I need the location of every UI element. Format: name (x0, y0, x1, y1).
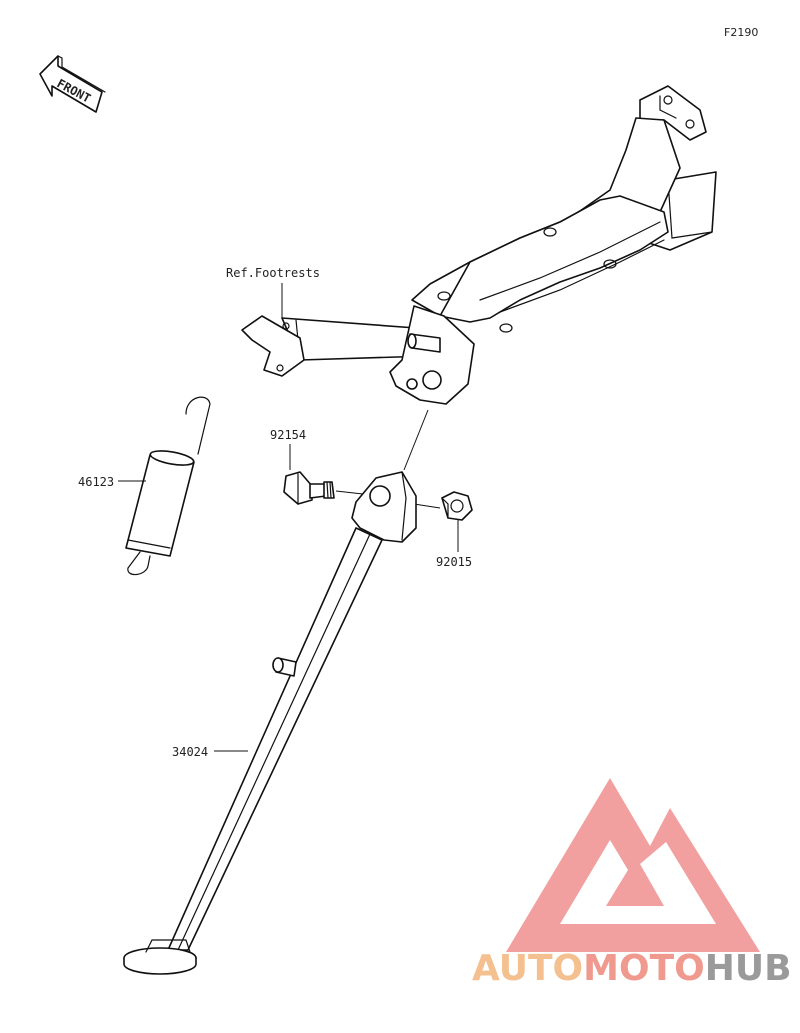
frame-bracket (241, 85, 717, 405)
callout-92015: 92015 (436, 555, 472, 569)
callout-92154: 92154 (270, 428, 306, 442)
front-arrow-icon: FRONT (39, 55, 106, 113)
watermark-part-auto: AUTO (472, 948, 583, 989)
bolt-92154 (283, 471, 335, 505)
spring-46123 (125, 396, 211, 576)
figure-code: F2190 (724, 26, 758, 39)
assembly-line (403, 409, 429, 471)
callout-34024: 34024 (172, 745, 208, 759)
callout-46123: 46123 (78, 475, 114, 489)
nut-axis-line (413, 503, 441, 509)
nut-92015 (441, 491, 473, 521)
automotohub-logo (506, 778, 760, 952)
watermark-part-hub: HUB (705, 948, 792, 989)
watermark-part-moto: MOTO (583, 948, 705, 989)
watermark-text: AUTOMOTOHUB (472, 948, 792, 989)
reference-label: Ref.Footrests (226, 266, 320, 280)
side-stand-34024 (123, 471, 417, 975)
